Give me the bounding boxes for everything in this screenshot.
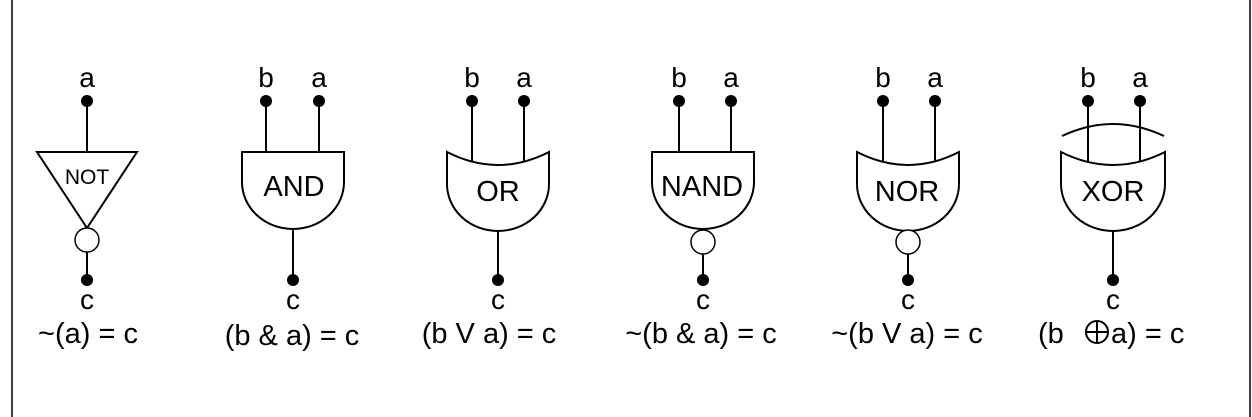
and-output-terminal xyxy=(287,274,299,286)
nand-gate: b a NAND c ~(b & a) = c xyxy=(625,62,777,350)
nand-input-b-label: b xyxy=(671,62,687,93)
or-output-terminal xyxy=(492,274,504,286)
nor-expression: ~(b V a) = c xyxy=(831,318,983,350)
nor-gate-symbol xyxy=(856,150,960,232)
xor-gate-symbol xyxy=(1060,150,1166,232)
and-output-c-label: c xyxy=(286,284,300,315)
nand-gate-symbol xyxy=(651,151,755,230)
nand-expression: ~(b & a) = c xyxy=(625,318,777,350)
xor-gate: b a XOR c (b a) = c xyxy=(1038,62,1184,350)
nor-output-terminal xyxy=(902,274,914,286)
and-gate-symbol xyxy=(241,151,345,230)
or-output-c-label: c xyxy=(491,284,505,315)
not-gate: a NOT c ~(a) = c xyxy=(35,62,139,350)
nor-input-a-label: a xyxy=(927,62,943,93)
not-output-terminal xyxy=(81,274,93,286)
nor-gate: b a NOR c ~(b V a) = c xyxy=(831,62,983,350)
or-gate-symbol xyxy=(446,150,550,232)
or-input-b-label: b xyxy=(464,62,480,93)
xor-expression-left: (b xyxy=(1038,318,1064,350)
xor-input-b-label: b xyxy=(1080,62,1096,93)
nand-inverter-bubble xyxy=(690,229,716,255)
or-input-a-label: a xyxy=(516,62,532,93)
and-input-a-label: a xyxy=(311,62,327,93)
not-gate-label: NOT xyxy=(65,166,110,189)
nor-output-c-label: c xyxy=(901,284,915,315)
nand-gate-label: NAND xyxy=(661,171,743,203)
circled-plus-icon xyxy=(1085,320,1109,344)
or-gate-label: OR xyxy=(476,176,520,208)
nor-gate-label: NOR xyxy=(875,176,939,208)
and-gate: b a AND c (b & a) = c xyxy=(225,62,360,352)
not-gate-symbol xyxy=(35,151,139,230)
not-expression: ~(a) = c xyxy=(38,318,138,350)
nand-output-terminal xyxy=(697,274,709,286)
nand-input-a-label: a xyxy=(723,62,739,93)
diagram-frame xyxy=(11,0,1251,417)
nor-input-b-label: b xyxy=(875,62,891,93)
or-gate: b a OR c (b V a) = c xyxy=(422,62,557,350)
and-expression: (b & a) = c xyxy=(225,320,360,352)
nand-output-c-label: c xyxy=(696,284,710,315)
xor-output-terminal xyxy=(1107,274,1119,286)
xor-expression-right: a) = c xyxy=(1111,318,1184,350)
xor-gate-label: XOR xyxy=(1082,176,1145,208)
and-gate-label: AND xyxy=(263,171,324,203)
not-input-a-label: a xyxy=(79,62,95,93)
nor-inverter-bubble xyxy=(895,229,921,255)
xor-extra-input-arc xyxy=(1061,123,1165,137)
not-output-c-label: c xyxy=(80,284,94,315)
xor-output-c-label: c xyxy=(1106,284,1120,315)
xor-input-a-label: a xyxy=(1132,62,1148,93)
or-expression: (b V a) = c xyxy=(422,318,557,350)
not-inverter-bubble xyxy=(74,227,100,253)
and-input-b-label: b xyxy=(258,62,274,93)
